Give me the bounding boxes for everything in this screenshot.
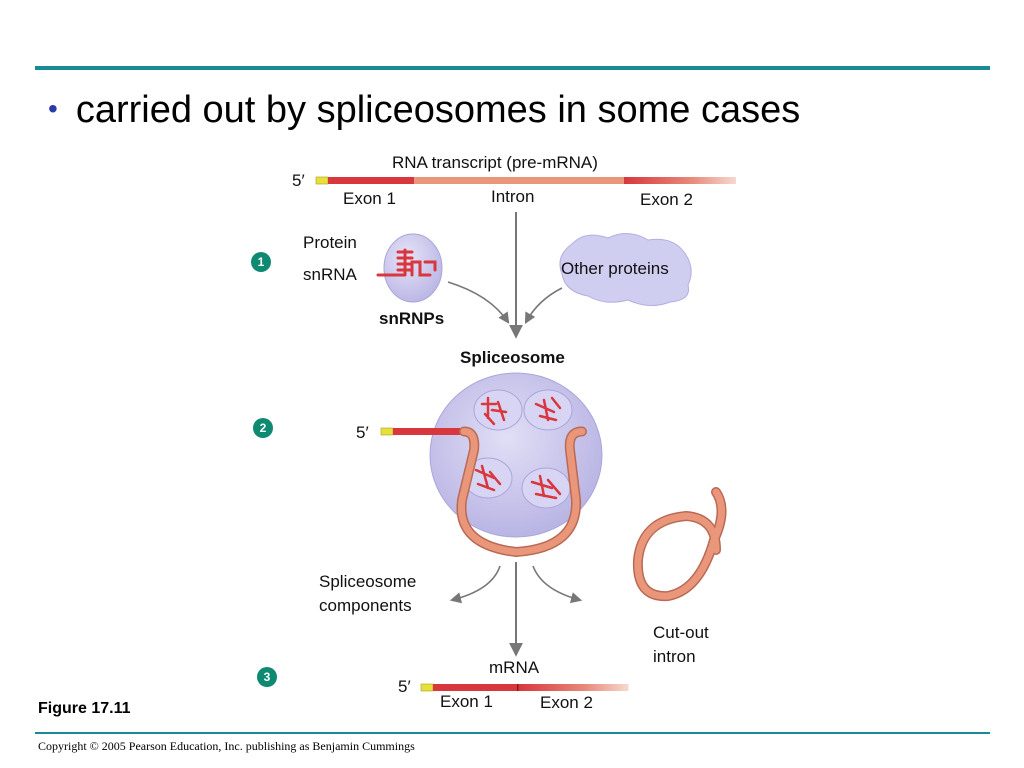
step-1-badge: 1 xyxy=(251,252,271,272)
five-prime-cap-icon xyxy=(380,427,394,436)
bullet-text: carried out by spliceosomes in some case… xyxy=(75,89,801,131)
five-prime-label: 5′ xyxy=(356,423,369,442)
step-2-badge: 2 xyxy=(253,418,273,438)
mrna-exon1-segment xyxy=(433,684,517,691)
arrow-proteins-icon xyxy=(524,287,563,324)
mrna-label: mRNA xyxy=(489,658,540,677)
five-prime-label: 5′ xyxy=(292,171,305,190)
pre-mrna-strand xyxy=(315,176,736,185)
arrow-components-icon xyxy=(449,565,501,604)
exon2-segment xyxy=(624,177,736,184)
step-3-badge: 3 xyxy=(257,667,277,687)
figure-label: Figure 17.11 xyxy=(38,700,131,717)
spliceosome-components-line2: components xyxy=(319,596,412,615)
bullet-dot-icon: • xyxy=(48,93,58,124)
five-prime-cap-icon xyxy=(420,683,434,692)
spliceosome-complex xyxy=(429,372,603,538)
exon1-segment xyxy=(328,177,414,184)
mrna-exon2-label: Exon 2 xyxy=(540,693,593,712)
intron-label: Intron xyxy=(491,187,535,206)
protein-label: Protein xyxy=(303,233,357,252)
spliceosome-label: Spliceosome xyxy=(460,348,565,367)
mrna-exon1-label: Exon 1 xyxy=(440,692,493,711)
arrow-snrnp-icon xyxy=(447,281,510,324)
intron-segment xyxy=(414,177,624,184)
five-prime-cap-icon xyxy=(315,176,329,185)
cut-out-intron-line1: Cut-out xyxy=(653,623,709,642)
snrnp-particle xyxy=(376,233,443,303)
bottom-rule xyxy=(35,732,990,734)
mrna-strand xyxy=(420,683,629,692)
bullet-point: • carried out by spliceosomes in some cas… xyxy=(48,86,800,137)
exon2-label: Exon 2 xyxy=(640,190,693,209)
mrna-exon2-segment xyxy=(518,684,629,691)
copyright-notice: Copyright © 2005 Pearson Education, Inc.… xyxy=(38,739,415,753)
cut-out-intron-line2: intron xyxy=(653,647,696,666)
five-prime-label: 5′ xyxy=(398,677,411,696)
rna-in-spliceosome xyxy=(380,426,668,558)
cut-out-intron-loop xyxy=(632,487,727,602)
pre-mrna-label: RNA transcript (pre-mRNA) xyxy=(392,153,598,172)
top-rule xyxy=(35,66,990,70)
snrnps-label: snRNPs xyxy=(379,309,445,328)
exon1-label: Exon 1 xyxy=(343,189,396,208)
snrna-label: snRNA xyxy=(303,265,357,284)
other-proteins-label: Other proteins xyxy=(561,259,669,278)
spliceosome-components-line1: Spliceosome xyxy=(319,572,417,591)
other-proteins-cloud xyxy=(559,233,692,306)
arrow-intron-release-icon xyxy=(532,565,583,604)
